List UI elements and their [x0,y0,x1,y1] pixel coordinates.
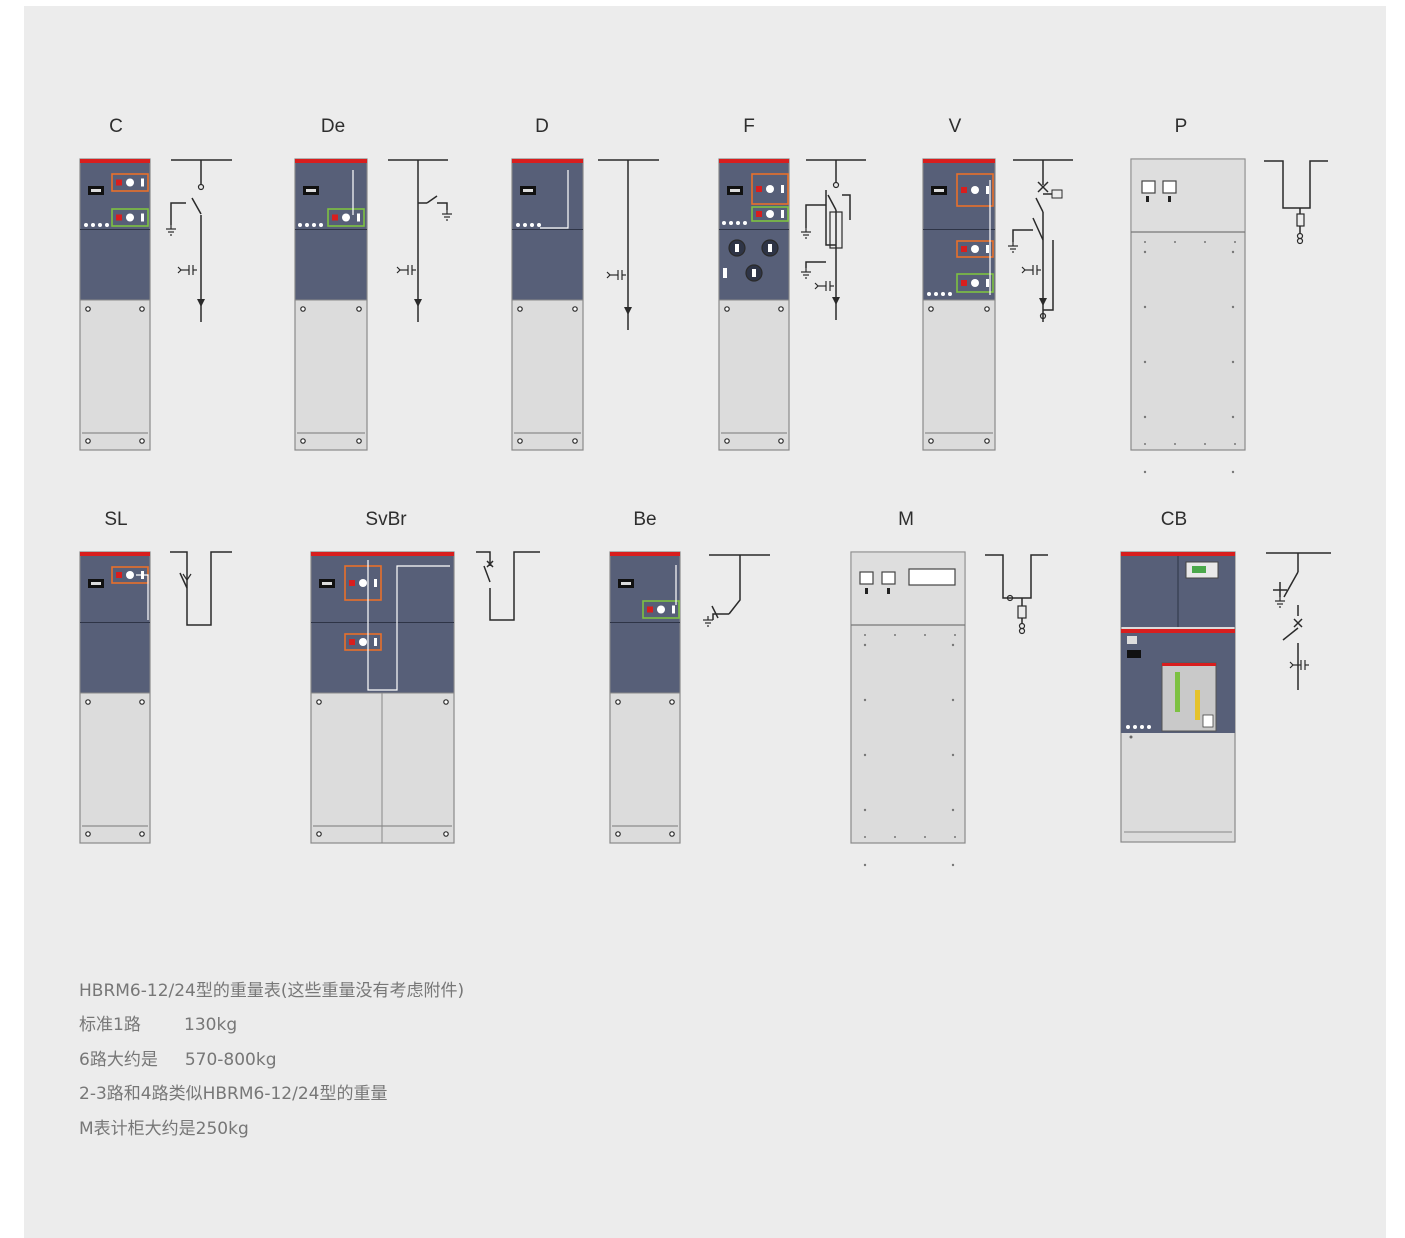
schematic-v-icon [1008,159,1073,322]
weight-line-3: 2-3路和4路类似HBRM6-12/24型的重量 [79,1084,388,1104]
unit-label-svbr: SvBr [365,509,407,530]
panel-p-icon [1130,158,1246,474]
weight-line-1: 标准1路 130kg [79,1015,238,1035]
unit-label-f: F [743,116,755,137]
unit-label-v: V [948,116,962,137]
unit-label-m: M [898,509,914,530]
schematic-sl-icon [170,551,232,626]
panel-be-icon [609,551,681,844]
weight-line-2: 6路大约是 570-800kg [79,1050,277,1070]
schematic-cb-icon [1266,552,1331,690]
panel-svbr-icon [310,551,455,844]
schematic-d-icon [598,159,659,330]
schematic-p-icon [1264,160,1328,245]
unit-label-de: De [320,116,346,137]
weight-line-4: M表计柜大约是250kg [79,1119,249,1139]
schematic-m-icon [985,554,1048,635]
panel-c-icon [79,158,151,451]
panel-d-icon [511,158,584,451]
unit-label-cb: CB [1160,509,1188,530]
weight-title: HBRM6-12/24型的重量表(这些重量没有考虑附件) [79,981,465,1001]
unit-label-d: D [535,116,549,137]
panel-f-icon [718,158,790,451]
schematic-c-icon [166,159,232,322]
panel-sl-icon [79,551,151,844]
schematic-f-icon [801,159,866,320]
unit-label-c: C [109,116,123,137]
schematic-svbr-icon [476,551,540,621]
schematic-be-icon [703,554,770,627]
panel-de-icon [294,158,368,451]
unit-label-p: P [1174,116,1188,137]
panel-v-icon [922,158,996,451]
panel-cb-icon [1120,551,1236,843]
schematic-de-icon [388,159,452,322]
unit-label-sl: SL [104,509,128,530]
unit-label-be: Be [633,509,657,530]
panel-m-icon [850,551,966,867]
